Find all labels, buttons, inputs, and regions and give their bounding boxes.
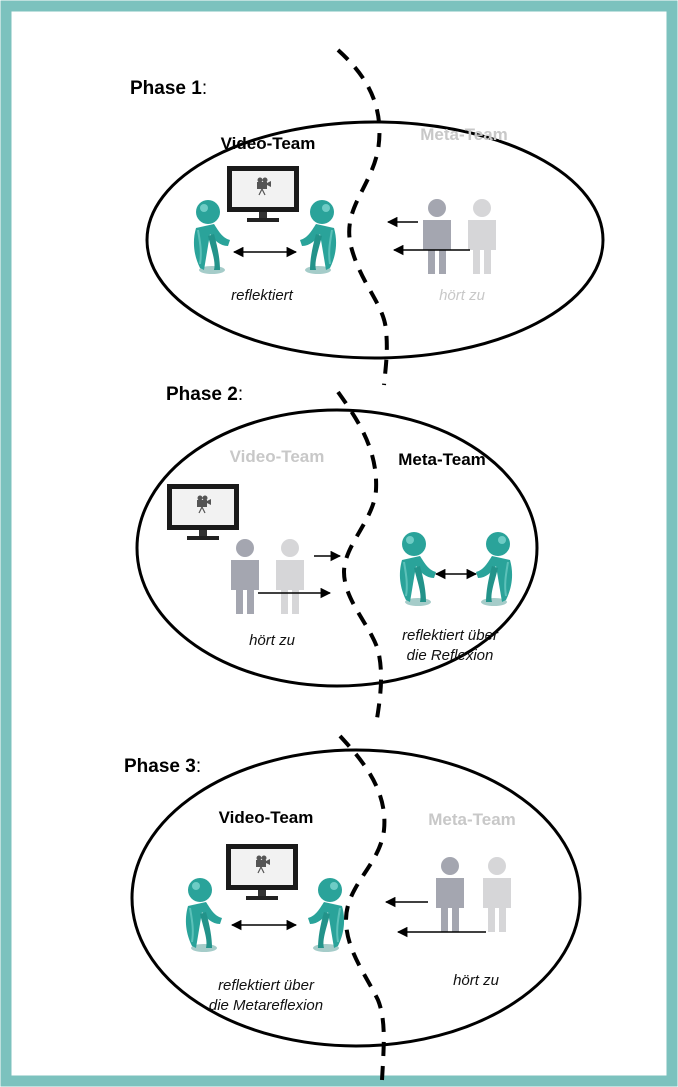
phase-2-ellipse xyxy=(135,408,539,688)
phase-1-video-caption: reflektiert xyxy=(231,287,294,304)
phase-3-video-caption-line1: reflektiert über xyxy=(218,977,315,994)
phase-3-title: Phase 3: xyxy=(124,756,201,777)
phase-2-video-team-label: Video-Team xyxy=(230,447,325,466)
phase-3-video-caption-line2: die Metareflexion xyxy=(209,997,323,1014)
phase-2-meta-team-label: Meta-Team xyxy=(398,450,486,469)
phase-3-ellipse xyxy=(130,748,582,1048)
phase-1-meta-caption: hört zu xyxy=(439,287,486,304)
phase-1-divider xyxy=(336,48,389,386)
phase-1-title: Phase 1: xyxy=(130,78,207,99)
phase-2-title: Phase 2: xyxy=(166,384,243,405)
phase-3-meta-caption: hört zu xyxy=(453,972,500,989)
phase-1-meta-team-label: Meta-Team xyxy=(420,125,508,144)
phase-1-video-team-label: Video-Team xyxy=(221,134,316,153)
phase-2-video-caption: hört zu xyxy=(249,632,296,649)
phase-3-video-team-label: Video-Team xyxy=(219,808,314,827)
phase-2-meta-caption-line2: die Reflexion xyxy=(407,647,494,664)
phase-3-meta-team-label: Meta-Team xyxy=(428,810,516,829)
phase-2-meta-caption-line1: reflektiert über xyxy=(402,627,499,644)
phase-2-divider xyxy=(336,390,384,726)
